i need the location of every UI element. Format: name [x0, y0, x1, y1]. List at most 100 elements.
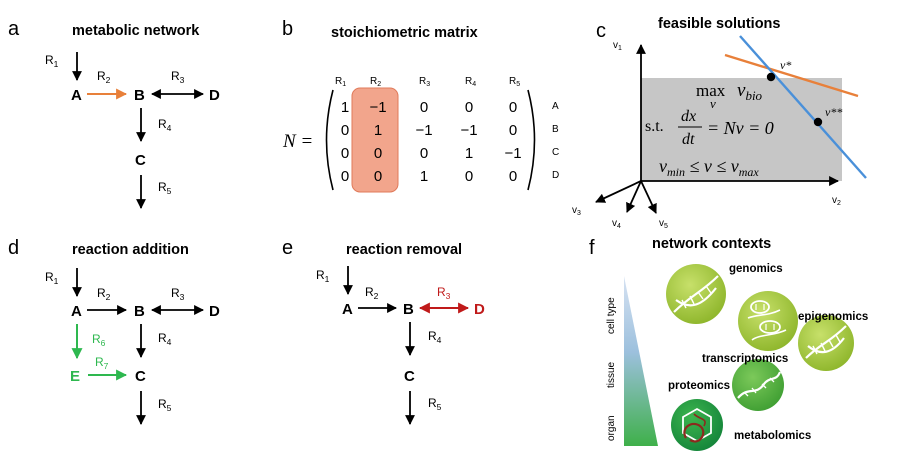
- panel-b-title: stoichiometric matrix: [331, 25, 478, 41]
- alternative-point: [813, 117, 823, 127]
- matrix-cell: 0: [465, 168, 473, 185]
- node-c: C: [404, 368, 415, 385]
- flux-bounds: vmin ≤ v ≤ vmax: [659, 156, 759, 179]
- panel-f-title: network contexts: [652, 236, 771, 252]
- reaction-r3-label: R3: [171, 69, 185, 85]
- panel-b-letter: b: [282, 18, 293, 40]
- panel-d: d reaction addition R1 A R2 B R3 D R4 C …: [8, 237, 220, 425]
- scale-label-tissue: tissue: [606, 361, 617, 388]
- matrix-cell: 0: [374, 168, 382, 185]
- context-transcriptomics: transcriptomics: [702, 353, 788, 365]
- matrix-row-labels: A B C D: [552, 101, 559, 181]
- panel-f: f network contexts organ tissue cell typ…: [589, 236, 868, 451]
- node-d: D: [209, 87, 220, 104]
- matrix-left-bracket: [325, 89, 334, 191]
- matrix-right-bracket: [527, 89, 536, 191]
- panel-d-title: reaction addition: [72, 242, 189, 258]
- proteomics-circle: [671, 399, 723, 451]
- reaction-r2-label: R2: [97, 286, 111, 302]
- feasible-region: [641, 78, 842, 181]
- node-b: B: [134, 303, 145, 320]
- matrix-cell: 1: [374, 122, 382, 139]
- axis-v4-label: v4: [612, 218, 621, 230]
- axis-v2-label: v2: [832, 195, 841, 207]
- axis-v5-label: v5: [659, 218, 668, 230]
- matrix-cell: 0: [341, 122, 349, 139]
- panel-a: a metabolic network R1 A R2 B R3 D R4 C …: [8, 18, 220, 209]
- panel-a-letter: a: [8, 18, 20, 40]
- context-metabolomics: metabolomics: [734, 430, 811, 442]
- matrix-cell: 0: [341, 168, 349, 185]
- axis-v1-label: v1: [613, 40, 622, 52]
- matrix-cell: 0: [509, 122, 517, 139]
- node-e: E: [70, 368, 80, 385]
- panel-c-title: feasible solutions: [658, 16, 780, 32]
- reaction-r7-label: R7: [95, 355, 109, 371]
- reaction-r3-label: R3: [437, 285, 451, 301]
- matrix-column-headers: R1 R2 R3 R4 R5: [335, 76, 520, 88]
- constraint-numerator: dx: [681, 108, 696, 125]
- panel-a-title: metabolic network: [72, 23, 200, 39]
- matrix-cell: 0: [420, 99, 428, 116]
- panel-f-letter: f: [589, 237, 595, 259]
- panel-c-letter: c: [596, 20, 606, 42]
- reaction-r4-label: R4: [158, 331, 172, 347]
- column-header-r2: R2: [370, 76, 381, 88]
- epigenomics-circle: [738, 291, 798, 351]
- reaction-r1-label: R1: [316, 268, 330, 284]
- highlight-r2-column: [351, 87, 399, 193]
- axis-v3: [595, 180, 642, 203]
- matrix-cell: 1: [420, 168, 428, 185]
- matrix-cell: −1: [460, 122, 477, 139]
- reaction-r4-label: R4: [158, 117, 172, 133]
- node-d: D: [474, 301, 485, 318]
- panel-b: b stoichiometric matrix R1 R2 R3 R4 R5 N…: [282, 18, 559, 193]
- matrix-cell: −1: [504, 145, 521, 162]
- objective-line: [724, 53, 859, 98]
- objective-variable: v: [710, 96, 716, 111]
- column-header-r1: R1: [335, 76, 346, 88]
- matrix-cell: 0: [465, 99, 473, 116]
- constraint-st: s.t.: [645, 118, 664, 135]
- matrix-cell: 1: [465, 145, 473, 162]
- scale-label-cell-type: cell type: [606, 297, 617, 334]
- constraint-rhs: = Nv = 0: [707, 118, 774, 138]
- reaction-r4-label: R4: [428, 329, 442, 345]
- matrix-cell: 0: [374, 145, 382, 162]
- column-header-r5: R5: [509, 76, 520, 88]
- node-a: A: [71, 303, 82, 320]
- column-header-r3: R3: [419, 76, 430, 88]
- panel-e-title: reaction removal: [346, 242, 462, 258]
- node-d: D: [209, 303, 220, 320]
- transcriptomics-circle: [732, 359, 784, 411]
- matrix-cell: −1: [415, 122, 432, 139]
- matrix-cell: −1: [369, 99, 386, 116]
- objective-max: max: [696, 81, 726, 100]
- point-v-star-label: v*: [780, 58, 791, 72]
- point-v-double-star-label: v**: [825, 105, 842, 119]
- node-c: C: [135, 368, 146, 385]
- reaction-r1-label: R1: [45, 270, 59, 286]
- panel-d-letter: d: [8, 237, 19, 259]
- constraint-line: [739, 35, 867, 179]
- reaction-r6-label: R6: [92, 332, 106, 348]
- constraint-denominator: dt: [682, 131, 695, 148]
- reaction-r3-label: R3: [171, 286, 185, 302]
- row-label-d: D: [552, 170, 559, 181]
- matrix-cell: 1: [341, 99, 349, 116]
- node-c: C: [135, 152, 146, 169]
- axis-v5: [640, 180, 657, 214]
- node-b: B: [134, 87, 145, 104]
- matrix-cell: 0: [341, 145, 349, 162]
- node-a: A: [342, 301, 353, 318]
- reaction-r5-label: R5: [158, 397, 172, 413]
- node-a: A: [71, 87, 82, 104]
- panel-e: e reaction removal R1 A R2 B R3 D R4 C R…: [282, 237, 485, 425]
- panel-e-letter: e: [282, 237, 293, 259]
- reaction-r5-label: R5: [158, 180, 172, 196]
- node-b: B: [403, 301, 414, 318]
- scale-label-organ: organ: [606, 415, 617, 441]
- axis-v4: [626, 180, 642, 213]
